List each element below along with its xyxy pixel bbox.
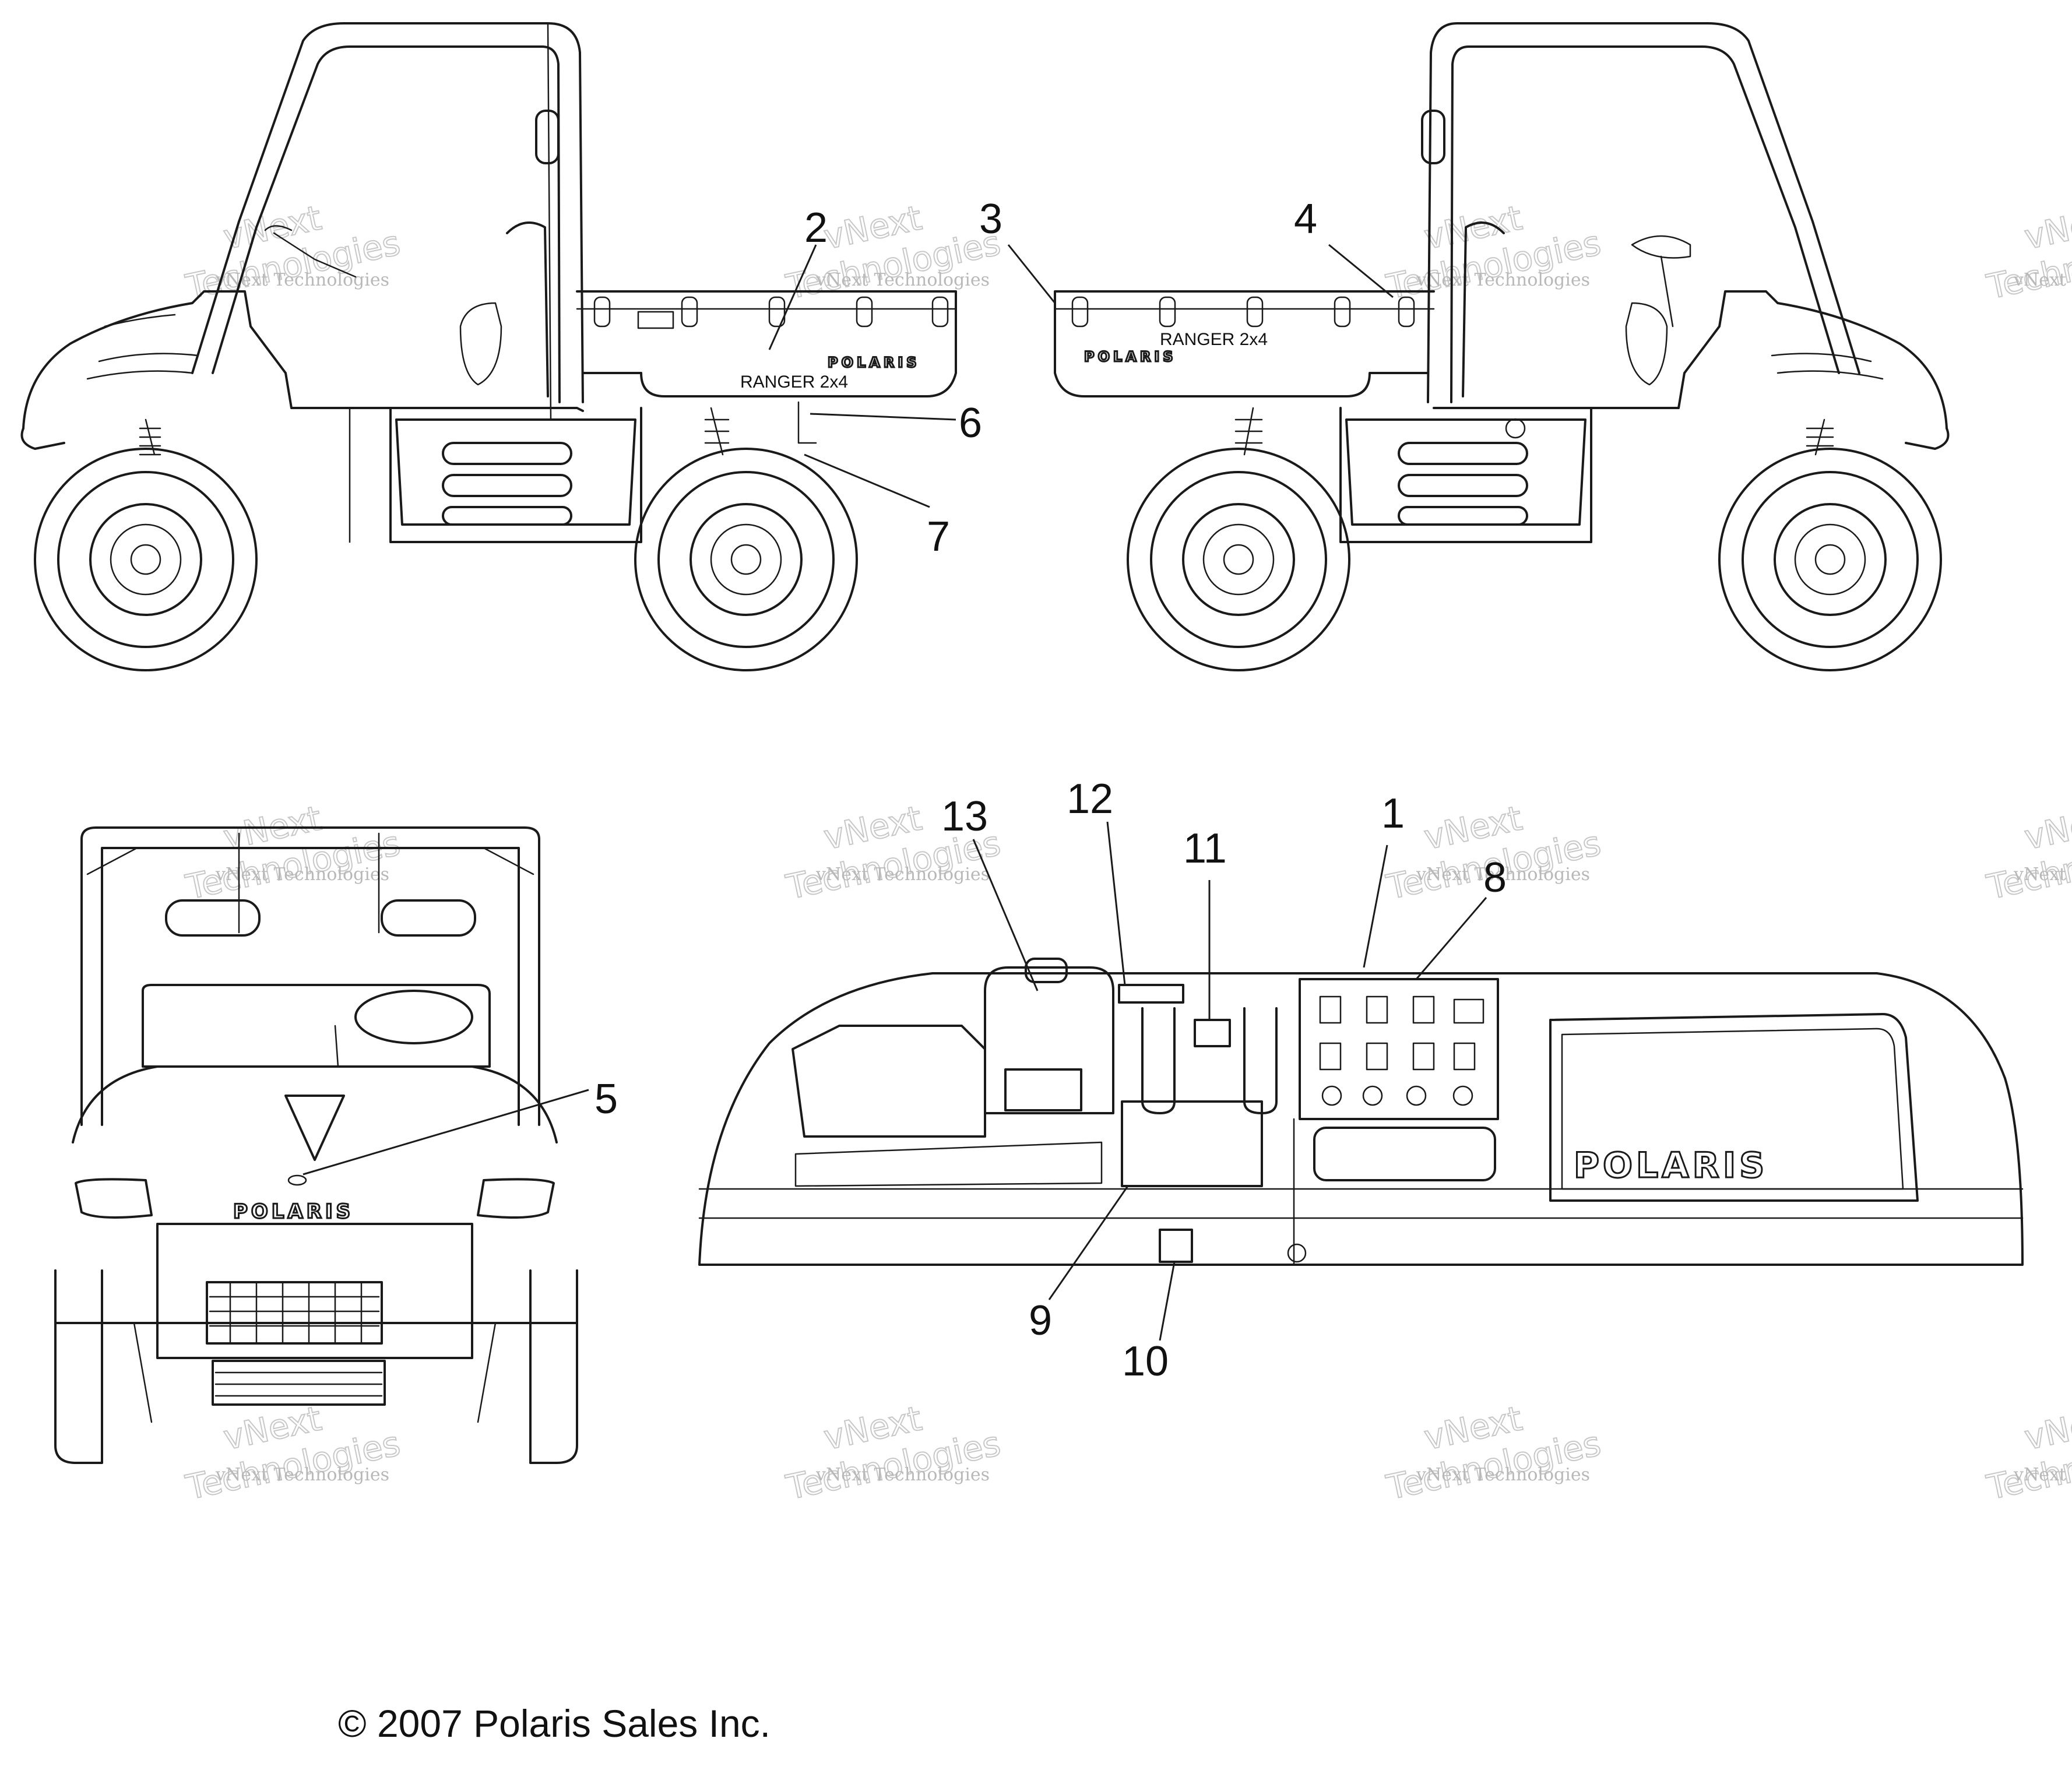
callout-3: 3: [979, 196, 1002, 242]
callout-8: 8: [1483, 854, 1507, 901]
left-bed-model-decal: RANGER 2x4: [740, 372, 848, 392]
dashboard-view: POLARIS: [698, 958, 2024, 1266]
left-front-wheel: [34, 448, 258, 671]
callout-6: 6: [959, 400, 982, 446]
watermark-small: vNext Technologies: [1416, 270, 1590, 290]
leader-lines: [302, 244, 1487, 1341]
callout-5: 5: [594, 1076, 618, 1123]
callout-2: 2: [804, 205, 828, 251]
dash-logo-decal: POLARIS: [1574, 1145, 1768, 1186]
watermark-small: vNext Technologies: [215, 1465, 389, 1485]
callout-13: 13: [941, 793, 988, 840]
right-bed-logo-decal: POLARIS: [1084, 349, 1177, 365]
callout-9: 9: [1029, 1297, 1052, 1344]
left-bed-logo-decal: POLARIS: [828, 354, 920, 371]
watermark-small: vNext Technologies: [815, 270, 990, 290]
callout-11: 11: [1183, 825, 1227, 872]
hood-logo-decal: POLARIS: [233, 1200, 354, 1223]
watermark-small: vNext Technologies: [815, 864, 990, 885]
right-bed-model-decal: RANGER 2x4: [1160, 330, 1268, 349]
watermark: vNext Technologies: [182, 1398, 404, 1508]
right-side-view: POLARIS RANGER 2x4: [1054, 22, 1950, 671]
watermark-small: vNext Technologies: [815, 1465, 990, 1485]
callout-4: 4: [1294, 196, 1317, 242]
watermark-small: vNext Technologies: [2013, 1465, 2072, 1485]
watermark-small: vNext Technologies: [1416, 864, 1590, 885]
watermark: vNext Technologies: [782, 1398, 1005, 1508]
left-rear-wheel: [634, 448, 858, 671]
watermark-large-top: vNext: [2021, 1398, 2072, 1458]
callout-1: 1: [1381, 790, 1405, 837]
watermarks: vNext Technologies vNext Technologies vN…: [182, 197, 2072, 1508]
right-front-wheel: [1718, 448, 1942, 671]
watermark-small: vNext Technologies: [2013, 864, 2072, 885]
callout-7: 7: [927, 513, 950, 560]
watermark-small: vNext Technologies: [2013, 270, 2072, 290]
callout-10: 10: [1122, 1338, 1169, 1385]
watermark-large-top: vNext: [2021, 798, 2072, 857]
left-side-view: RANGER 2x4 POLARIS: [20, 22, 957, 671]
watermark: vNext Technologies: [1382, 1398, 1605, 1508]
front-view: POLARIS: [54, 826, 578, 1464]
watermark-small: vNext Technologies: [215, 270, 389, 290]
copyright-notice: © 2007 Polaris Sales Inc.: [338, 1702, 771, 1745]
watermark-small: vNext Technologies: [1416, 1465, 1590, 1485]
callout-numbers: 1 2 3 4 5 6 7 8 9 10 11 12 13: [594, 196, 1507, 1385]
watermark: vNext Technologies: [1983, 1398, 2072, 1508]
watermark-small: vNext Technologies: [215, 864, 389, 885]
watermark: vNext Technologies: [182, 797, 404, 907]
watermark: vNext Technologies: [1983, 797, 2072, 907]
callout-12: 12: [1067, 776, 1113, 822]
right-rear-wheel: [1127, 448, 1350, 671]
watermark-large-top: vNext: [2021, 198, 2072, 257]
